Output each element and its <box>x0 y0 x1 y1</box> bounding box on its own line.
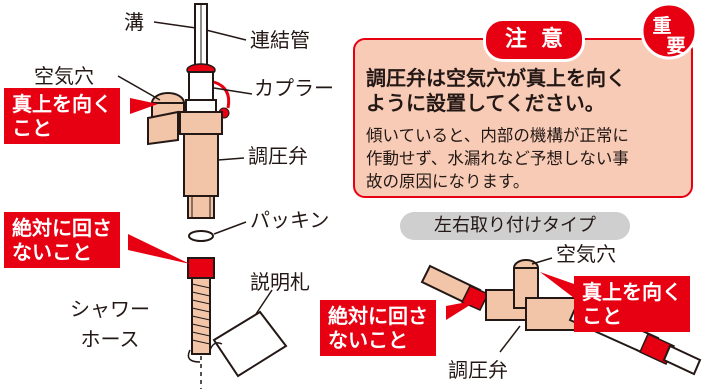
label-packing: パッキン <box>250 208 330 232</box>
label-groove: 溝 <box>124 10 144 34</box>
shower-hose-drawing <box>187 257 215 389</box>
tag-arrow-no-rotate-right <box>446 300 478 320</box>
label-coupler: カプラー <box>254 76 334 100</box>
notice-badge: 注意 <box>483 18 585 62</box>
pressure-valve-drawing <box>147 92 223 219</box>
label-connecting-pipe: 連結管 <box>250 28 310 52</box>
label-air-hole-right: 空気穴 <box>556 242 616 266</box>
leader-lines-left <box>117 21 273 315</box>
tag-face-up-left: 真上を向く こと <box>4 88 120 144</box>
label-pressure-valve-left: 調圧弁 <box>248 144 308 168</box>
tag-face-up-right: 真上を向く こと <box>574 276 690 332</box>
notice-heading: 調圧弁は空気穴が真上を向く ように設置してください。 <box>366 66 626 115</box>
tag-no-rotate-right: 絶対に回さ ないこと <box>320 300 436 356</box>
tag-arrow-face-up-right <box>540 272 574 298</box>
tag-arrow-face-up-left <box>130 98 158 114</box>
important-badge: 重 要 <box>640 2 698 60</box>
notice-box <box>353 38 693 198</box>
leader-lines-right <box>499 257 553 353</box>
coupler-drawing <box>185 63 231 119</box>
label-instruction-tag: 説明札 <box>250 270 310 294</box>
connecting-pipe-drawing <box>194 3 208 67</box>
instruction-tag-drawing <box>209 310 288 378</box>
label-air-hole-left: 空気穴 <box>34 64 94 88</box>
label-shower-hose: シャワー ホース <box>70 297 150 351</box>
important-seal-icon: 重 要 <box>640 2 698 60</box>
important-char-bottom: 要 <box>666 35 685 57</box>
important-char-top: 重 <box>652 15 671 37</box>
tag-arrow-no-rotate-left <box>128 234 190 264</box>
label-pressure-valve-right: 調圧弁 <box>448 358 508 382</box>
packing-ring <box>188 230 214 242</box>
notice-body: 傾いていると、内部の機構が正常に 作動せず、水漏れなど予想しない事 故の原因にな… <box>366 126 629 191</box>
tag-no-rotate-left: 絶対に回さ ないこと <box>4 212 120 268</box>
side-type-label: 左右取り付けタイプ <box>400 212 630 240</box>
